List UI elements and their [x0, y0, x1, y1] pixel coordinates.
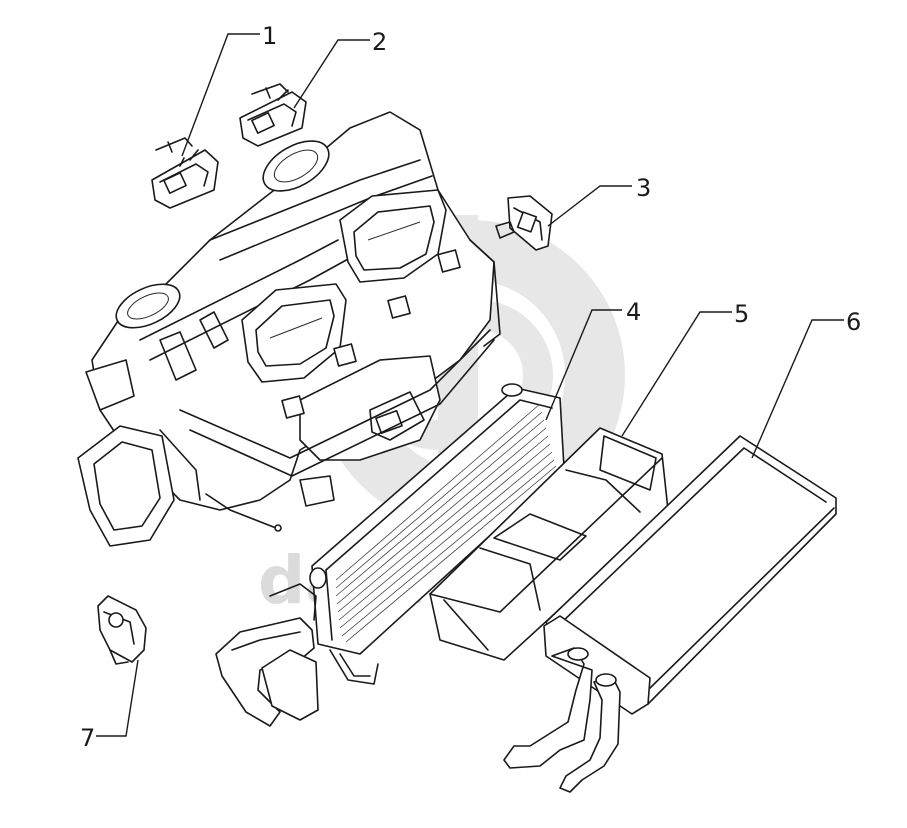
hvac-housing [77, 111, 501, 547]
evaporator-fins [335, 403, 557, 643]
part-5-filter-housing [429, 427, 669, 661]
callout-2-label: 2 [372, 28, 387, 56]
callout-3-label: 3 [636, 174, 651, 202]
part-3-actuator [495, 195, 553, 251]
part-7-actuator [97, 595, 147, 665]
callout-5: 5 [621, 300, 749, 437]
part-1-actuator [151, 137, 219, 209]
callout-7: 7 [80, 659, 139, 752]
callout-5-label: 5 [734, 300, 749, 328]
callout-3: 3 [547, 174, 651, 227]
callout-1-label: 1 [262, 22, 277, 50]
callout-4: 4 [545, 298, 641, 421]
part-4-evaporator [215, 383, 565, 727]
part-2-actuator [239, 83, 307, 147]
callout-6-label: 6 [846, 308, 861, 336]
callout-4-label: 4 [626, 298, 641, 326]
part-6-heater-core [503, 435, 837, 793]
callout-6: 6 [751, 308, 861, 459]
callout-7-label: 7 [80, 724, 95, 752]
callout-1: 1 [181, 22, 277, 157]
callout-2: 2 [293, 28, 387, 109]
